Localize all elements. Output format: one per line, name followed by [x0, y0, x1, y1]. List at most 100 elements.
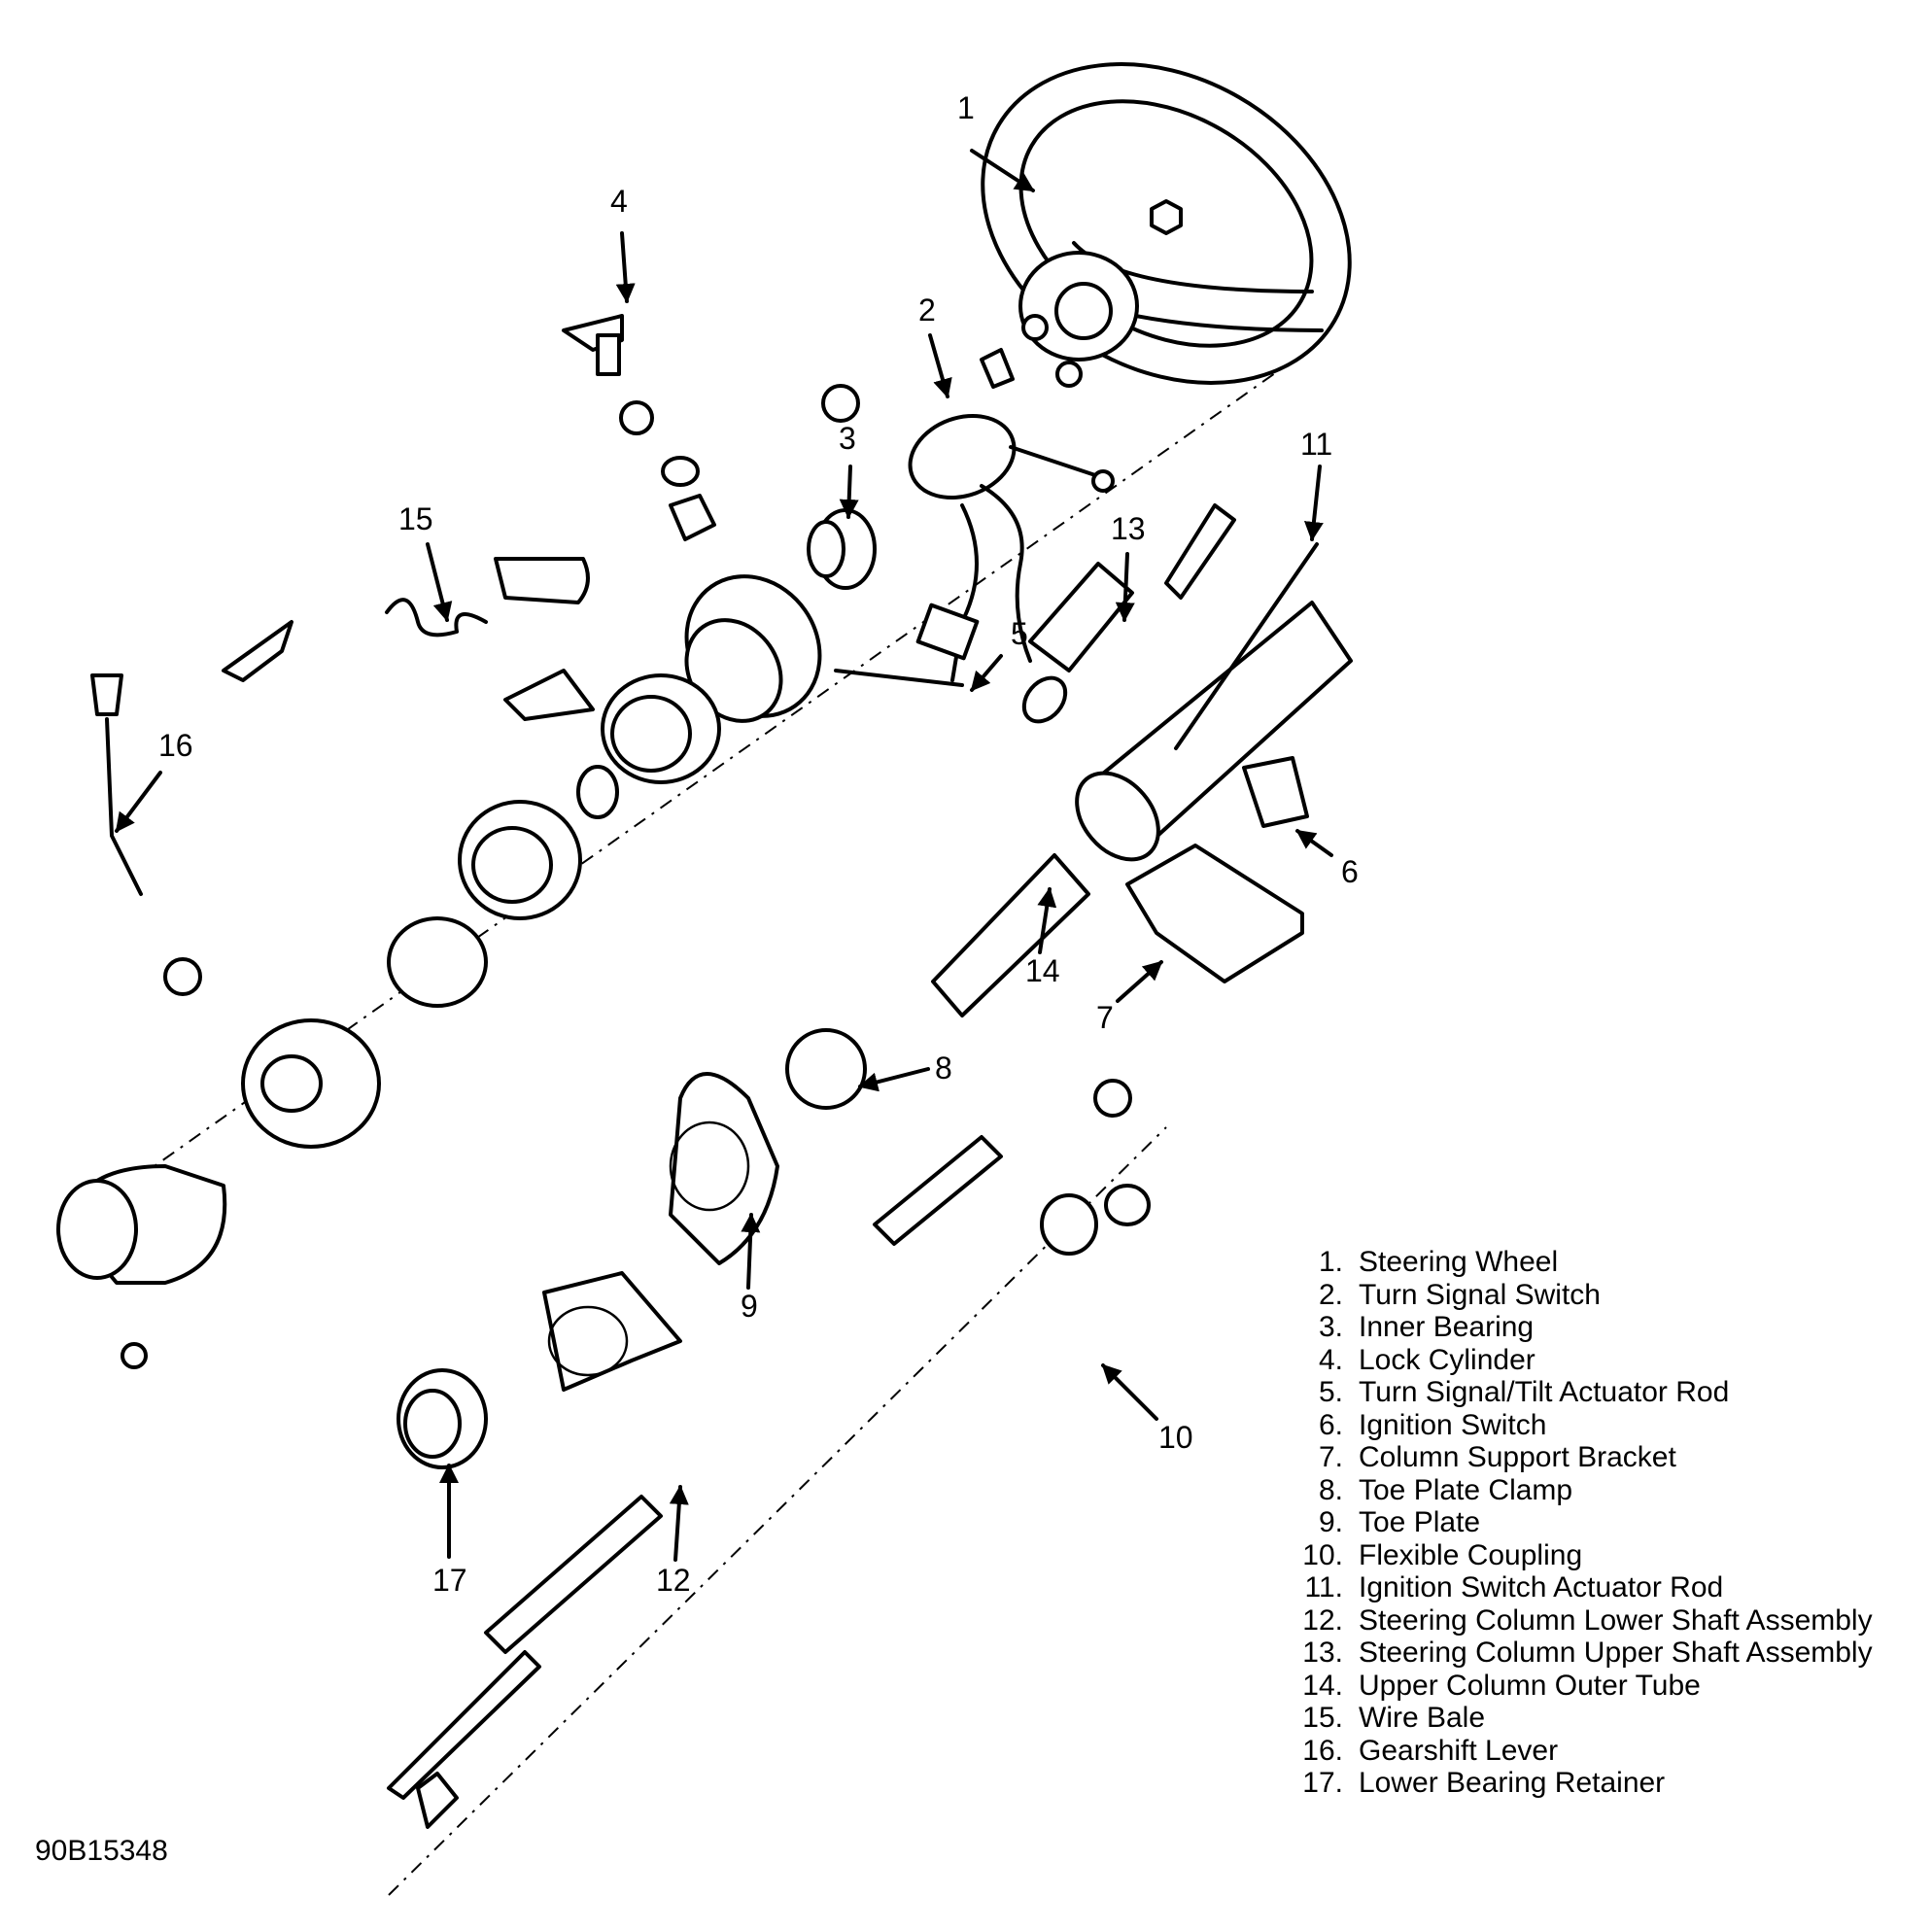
bearing-ring [576, 765, 619, 819]
callout-label: 16 [158, 728, 193, 763]
callout-8: 8 [858, 1051, 952, 1092]
toe-plate-part [542, 1072, 779, 1392]
callout-6: 6 [1295, 829, 1359, 889]
lever-bracket [503, 669, 595, 721]
callout-4: 4 [610, 184, 636, 303]
ignition-switch-part [1242, 756, 1309, 828]
callout-1: 1 [957, 90, 1035, 192]
legend-number: 2. [1318, 1278, 1343, 1311]
legend-number: 15. [1302, 1702, 1343, 1734]
legend-label: Gearshift Lever [1359, 1734, 1559, 1767]
callout-16: 16 [115, 728, 193, 833]
release-lever [494, 557, 590, 604]
cap-nut [821, 384, 860, 423]
legend-number: 6. [1318, 1408, 1343, 1441]
callout-15: 15 [398, 501, 453, 622]
callout-label: 14 [1025, 953, 1060, 988]
upper-housing-part [684, 574, 822, 723]
legend-label: Wire Bale [1359, 1702, 1486, 1734]
legend-item: 14.Upper Column Outer Tube [1283, 1670, 1873, 1703]
legend-label: Steering Column Upper Shaft Assembly [1359, 1637, 1873, 1669]
callout-label: 5 [1011, 616, 1028, 651]
legend-item: 1.Steering Wheel [1283, 1246, 1873, 1279]
wire-bale-part [385, 598, 488, 638]
callout-label: 11 [1300, 427, 1332, 462]
callout-label: 9 [741, 1289, 758, 1324]
legend-number: 9. [1318, 1506, 1343, 1538]
legend-item: 4. Lock Cylinder [1283, 1344, 1873, 1377]
callout-14: 14 [1025, 887, 1060, 988]
legend-number: 10. [1302, 1538, 1343, 1571]
legend-item: 5. Turn Signal/Tilt Actuator Rod [1283, 1376, 1873, 1409]
callout-label: 13 [1111, 511, 1146, 546]
parts-legend: 1.Steering Wheel 2. Turn Signal Switch 3.… [1283, 1246, 1873, 1800]
legend-number: 3. [1318, 1311, 1343, 1343]
legend-item: 12. Steering Column Lower Shaft Assembly [1283, 1603, 1873, 1637]
turn-signal-actuator-rod-part [834, 669, 964, 687]
legend-item: 17. Lower Bearing Retainer [1283, 1767, 1873, 1800]
steering-wheel-part [981, 62, 1352, 385]
legend-number: 14. [1302, 1669, 1343, 1702]
toe-plate-clamp-part [785, 1028, 867, 1110]
callout-label: 1 [957, 90, 975, 125]
legend-item: 13. Steering Column Upper Shaft Assembly [1283, 1637, 1873, 1670]
legend-label: Lower Bearing Retainer [1359, 1767, 1666, 1799]
callout-3: 3 [839, 421, 859, 519]
legend-label: Toe Plate Clamp [1359, 1473, 1573, 1506]
legend-label: Ignition Switch Actuator Rod [1359, 1571, 1724, 1603]
legend-number: 12. [1302, 1603, 1343, 1637]
callout-label: 7 [1096, 1000, 1114, 1035]
legend-label: Turn Signal/Tilt Actuator Rod [1359, 1376, 1730, 1408]
gearshift-lever-part [90, 673, 202, 996]
callout-13: 13 [1111, 511, 1146, 622]
support-housing-part [241, 1018, 381, 1149]
lock-housing-part [601, 673, 721, 784]
legend-number: 16. [1302, 1734, 1343, 1767]
legend-item: 6.Ignition Switch [1283, 1409, 1873, 1442]
inner-bearing-part [807, 508, 877, 590]
callout-11: 11 [1300, 427, 1332, 541]
callout-label: 2 [918, 293, 936, 327]
legend-number: 5. [1318, 1376, 1343, 1408]
legend-item: 11.Ignition Switch Actuator Rod [1283, 1571, 1873, 1604]
legend-label: Inner Bearing [1359, 1311, 1535, 1343]
ignition-actuator-rod-part [1174, 542, 1319, 750]
legend-number: 13. [1302, 1637, 1343, 1669]
callout-label: 12 [656, 1563, 691, 1598]
legend-item: 8. Toe Plate Clamp [1283, 1474, 1873, 1507]
callout-5: 5 [970, 616, 1028, 692]
callout-10: 10 [1101, 1363, 1193, 1455]
legend-label: Flexible Coupling [1359, 1538, 1583, 1571]
lower-shroud-part [56, 1164, 227, 1285]
callout-label: 10 [1158, 1420, 1193, 1455]
legend-number: 17. [1302, 1767, 1343, 1799]
callout-label: 3 [839, 421, 856, 456]
callout-label: 6 [1341, 854, 1359, 889]
legend-number: 7. [1318, 1441, 1343, 1473]
shroud-part [387, 916, 488, 1008]
legend-number: 4. [1318, 1343, 1343, 1376]
lower-bearing-retainer-part [397, 1368, 488, 1469]
screw [121, 1342, 148, 1369]
callout-9: 9 [741, 1213, 761, 1324]
legend-item: 7.Column Support Bracket [1283, 1441, 1873, 1474]
legend-item: 10. Flexible Coupling [1283, 1539, 1873, 1572]
callout-17: 17 [432, 1464, 467, 1598]
callout-label: 8 [935, 1051, 952, 1086]
callout-label: 17 [432, 1563, 467, 1598]
legend-number: 8. [1318, 1473, 1343, 1506]
upper-shaft-part [1021, 503, 1236, 724]
figure-id: 90B15348 [35, 1835, 168, 1867]
legend-label: Steering Column Lower Shaft Assembly [1359, 1603, 1873, 1637]
turn-signal-switch-part [908, 413, 1115, 682]
lower-shaft-part [387, 1135, 1003, 1829]
callout-label: 15 [398, 501, 433, 536]
legend-item: 16. Gearshift Lever [1283, 1735, 1873, 1768]
tilt-housing-part [458, 800, 582, 920]
lock-cylinder-part [562, 314, 716, 541]
legend-item: 2. Turn Signal Switch [1283, 1279, 1873, 1312]
legend-label: Turn Signal Switch [1359, 1278, 1601, 1311]
legend-label: Lock Cylinder [1359, 1343, 1535, 1376]
callout-7: 7 [1096, 960, 1163, 1035]
callout-2: 2 [918, 293, 952, 398]
